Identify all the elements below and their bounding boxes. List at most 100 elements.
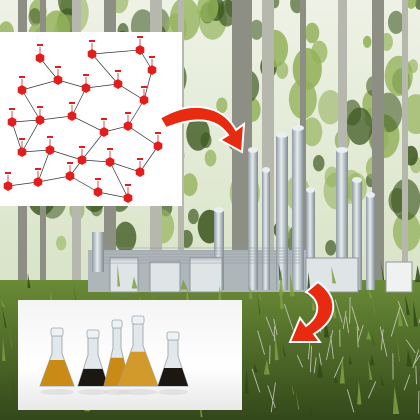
leaf-cluster <box>387 10 405 34</box>
oil-liquid <box>78 368 108 386</box>
grass-blade <box>27 272 31 289</box>
grass-blade <box>247 359 251 380</box>
chemical-bond <box>7 181 39 187</box>
bare-twig <box>296 354 303 368</box>
substituent-group <box>35 168 41 170</box>
bare-twig <box>251 368 261 393</box>
bare-twig <box>405 339 416 354</box>
grass-blade <box>73 280 77 304</box>
aromatic-ring <box>81 83 91 93</box>
substituent-group <box>83 74 89 76</box>
bare-twig <box>308 341 311 360</box>
chemical-bond <box>69 175 99 193</box>
bare-twig <box>412 349 420 369</box>
grass-blade <box>317 362 324 378</box>
leaf-cluster <box>216 97 228 114</box>
grass-blade <box>371 329 375 346</box>
leaf-cluster <box>313 155 325 172</box>
leaf-cluster <box>197 0 219 23</box>
chemical-bond <box>37 149 51 183</box>
grass-blade <box>339 357 345 384</box>
substituent-group <box>155 132 161 134</box>
grass-blade <box>368 287 373 299</box>
flask-stopper <box>86 329 100 339</box>
aromatic-ring <box>77 155 87 165</box>
substituent-group <box>89 40 95 42</box>
leaf-cluster <box>249 19 264 40</box>
bare-twig <box>257 330 265 355</box>
chemical-bond <box>97 191 129 199</box>
bare-twig <box>368 381 377 399</box>
curved-arrow-to-products <box>288 280 335 343</box>
aromatic-ring <box>123 121 133 131</box>
aromatic-ring <box>3 181 13 191</box>
aromatic-ring <box>17 85 27 95</box>
grass-blade <box>357 380 362 405</box>
leaf-cluster <box>187 208 199 225</box>
chemical-bond <box>37 175 71 183</box>
column-cap <box>352 177 362 183</box>
grass-blade <box>2 305 7 328</box>
substituent-group <box>149 56 155 58</box>
aromatic-ring <box>113 79 123 89</box>
leaf-cluster <box>28 8 42 27</box>
lignin-structure-panel <box>0 32 182 206</box>
leaf-cluster <box>292 47 322 90</box>
substituent-group <box>141 86 147 88</box>
aromatic-ring <box>45 145 55 155</box>
grass-blade <box>257 290 261 315</box>
grass-blade <box>380 260 385 281</box>
substituent-group <box>125 184 131 186</box>
oil-liquid <box>118 351 158 386</box>
aromatic-ring <box>135 45 145 55</box>
bare-twig <box>270 382 276 413</box>
bare-twig <box>313 357 317 374</box>
distillation-column <box>292 128 304 290</box>
substituent-group <box>101 118 107 120</box>
leaf-cluster <box>114 221 137 253</box>
aromatic-ring <box>33 177 43 187</box>
grass-blade <box>295 391 300 410</box>
chemical-bond <box>21 79 59 91</box>
leaf-cluster <box>181 173 198 197</box>
bare-twig <box>265 316 275 337</box>
column-cap <box>292 125 304 131</box>
column-cap <box>262 167 270 173</box>
column-cap <box>306 187 315 193</box>
grass-blade <box>406 348 413 367</box>
storage-tank <box>149 261 181 293</box>
chemical-bond <box>85 83 119 89</box>
grass-blade <box>380 374 384 386</box>
grass-blade <box>282 343 286 357</box>
chemical-bond <box>39 115 73 121</box>
aromatic-ring <box>35 53 45 63</box>
bare-twig <box>334 299 343 323</box>
grass-blade <box>2 337 6 361</box>
chemical-bond <box>39 57 59 81</box>
grass-blade <box>249 285 253 299</box>
bare-twig <box>357 324 364 344</box>
leaf-cluster <box>362 35 372 48</box>
leaf-cluster <box>405 0 417 9</box>
substituent-group <box>79 146 85 148</box>
chemical-bond <box>127 99 145 127</box>
chemical-bond <box>109 161 129 199</box>
substituent-group <box>95 178 101 180</box>
lignin-oil-flasks <box>39 315 189 395</box>
curved-arrow-to-refinery <box>158 105 246 154</box>
aromatic-ring <box>65 171 75 181</box>
flask-reflection <box>118 389 158 395</box>
flask-stopper <box>131 315 145 325</box>
chemical-bond <box>127 125 159 147</box>
aromatic-ring <box>153 141 163 151</box>
substituent-group <box>9 108 15 110</box>
grass-blade <box>368 359 373 380</box>
chemical-bond <box>143 69 153 101</box>
bare-twig <box>351 306 360 331</box>
substituent-group <box>67 162 73 164</box>
aromatic-ring <box>105 157 115 167</box>
flask-reflection <box>40 389 74 395</box>
bare-twig <box>318 352 322 366</box>
grass-blade <box>397 336 400 362</box>
chemical-bond <box>139 145 159 173</box>
